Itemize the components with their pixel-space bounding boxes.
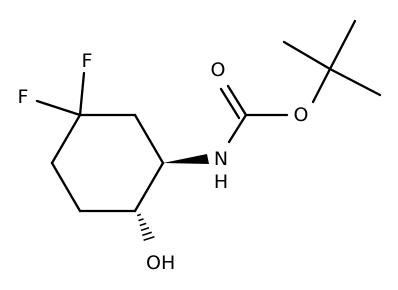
oxygen-carbonyl-label: O <box>211 59 226 81</box>
bond-tbu-methyl-top <box>328 19 357 71</box>
fluorine-top-label: F <box>82 50 93 72</box>
cyclohexane-ring <box>50 113 165 213</box>
bond-c1-f-left <box>35 99 82 117</box>
ring-bond-c6-c1 <box>50 113 82 165</box>
hydroxyl-label: OH <box>146 252 175 274</box>
double-bond-co-a <box>226 84 248 117</box>
amine-hydrogen-label: H <box>214 171 228 193</box>
bond-n-carbonyl-c <box>227 113 248 144</box>
ring-bond-c2-c3 <box>133 113 165 165</box>
fluorine-left-label: F <box>18 86 29 108</box>
nitrogen-label: N <box>214 148 228 170</box>
bond-c1-f-top <box>78 71 86 117</box>
ring-bond-c3-c4 <box>133 161 165 213</box>
bond-o-quaternary-c <box>311 67 332 104</box>
hashed-bond-c4-oh <box>136 213 155 242</box>
bond-tbu-methyl-left <box>282 40 332 71</box>
bond-tbu-methyl-right <box>328 67 382 97</box>
ring-bond-c5-c6 <box>50 161 82 213</box>
oxygen-ether-label: O <box>294 104 309 126</box>
double-bond-co-b <box>219 87 241 120</box>
wedge-bond-c3-n <box>163 154 209 164</box>
